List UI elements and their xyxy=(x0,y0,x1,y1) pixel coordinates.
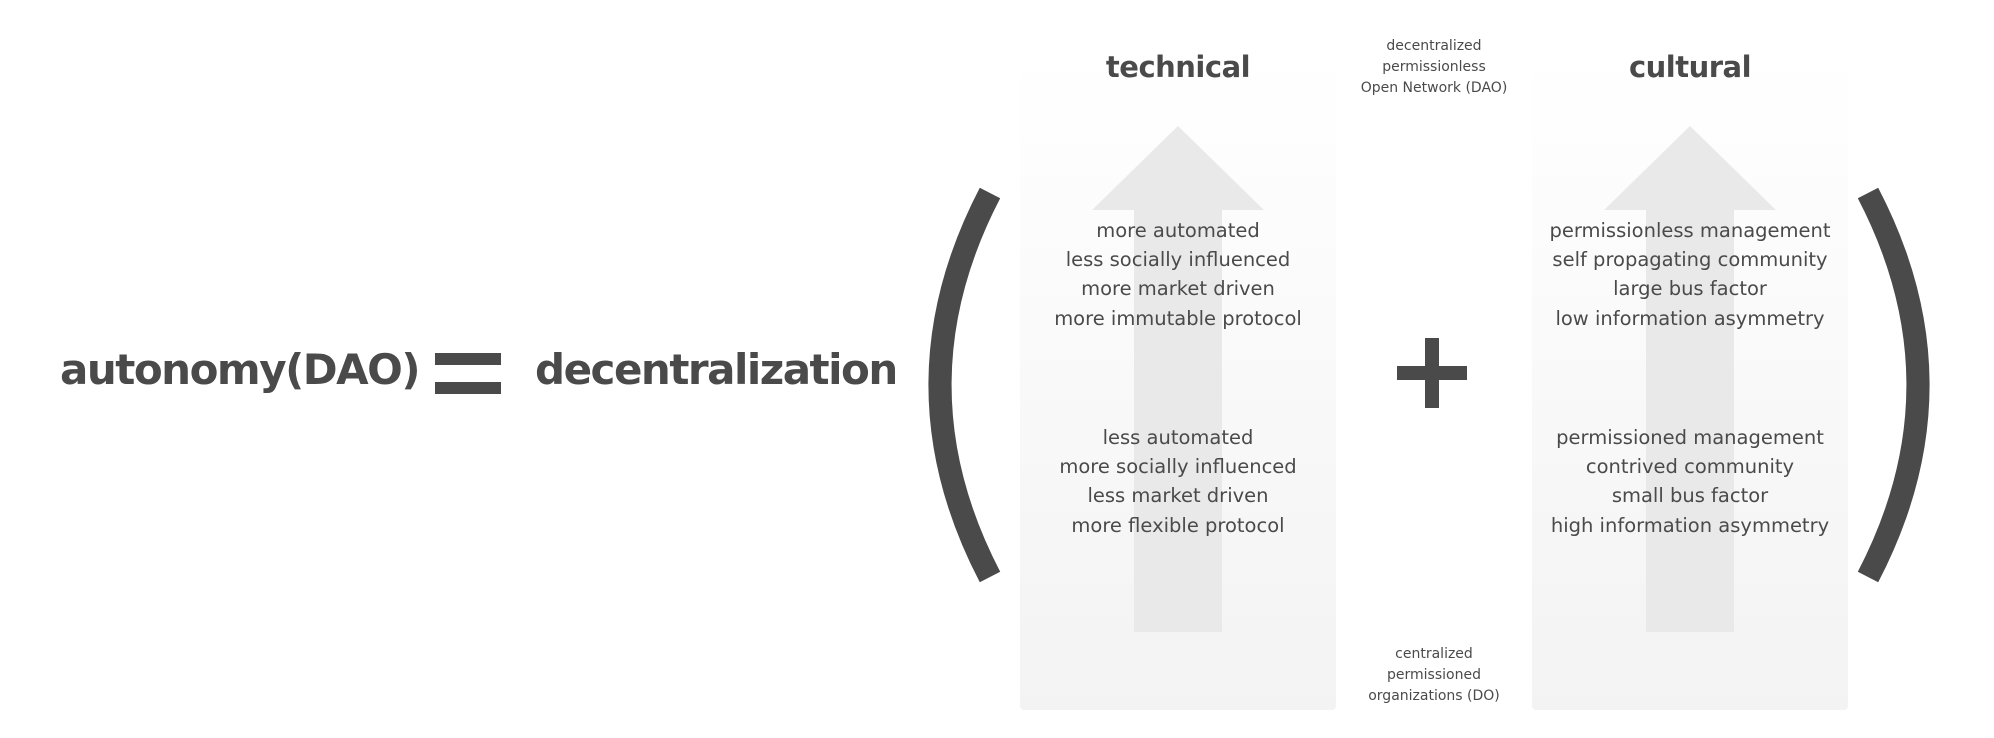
plus-vertical-bar xyxy=(1425,338,1439,408)
technical-arrow-shape xyxy=(1092,126,1264,632)
cultural-more-decentralized-list: permissionless management self propagati… xyxy=(1532,216,1848,333)
list-item: high information asymmetry xyxy=(1550,513,1830,537)
cultural-up-arrow-icon xyxy=(1604,126,1776,632)
list-item: small bus factor xyxy=(1611,484,1769,508)
cultural-less-decentralized-list: permissioned management contrived commun… xyxy=(1532,423,1848,540)
list-item: low information asymmetry xyxy=(1555,306,1825,330)
technical-up-arrow-icon xyxy=(1092,126,1264,632)
cultural-title: cultural xyxy=(1628,50,1752,84)
list-item: permissionless management xyxy=(1549,219,1831,242)
cultural-arrow-shape xyxy=(1604,126,1776,632)
right-parenthesis xyxy=(1857,187,1930,583)
equals-bar-top xyxy=(435,353,501,365)
scale-top-label: decentralized permissionless Open Networ… xyxy=(1346,36,1522,99)
scale-top-line: decentralized xyxy=(1386,38,1482,54)
list-item: more immutable protocol xyxy=(1054,306,1302,330)
scale-top-line: permissionless xyxy=(1382,59,1486,75)
list-item: more automated xyxy=(1096,219,1260,242)
list-item: self propagating community xyxy=(1552,248,1828,272)
scale-bottom-line: organizations (DO) xyxy=(1368,688,1500,704)
scale-bottom-line: permissioned xyxy=(1387,667,1481,683)
list-item: permissioned management xyxy=(1556,426,1824,449)
formula-lhs: autonomy(DAO) xyxy=(60,345,421,394)
list-item: less socially influenced xyxy=(1065,248,1291,272)
right-parenthesis-stroke xyxy=(1857,187,1930,583)
list-item: contrived community xyxy=(1585,455,1795,479)
technical-more-decentralized-list: more automated less socially influenced … xyxy=(1020,216,1336,333)
list-item: more market driven xyxy=(1081,277,1275,301)
list-item: more socially influenced xyxy=(1059,455,1297,479)
scale-bottom-label: centralized permissioned organizations (… xyxy=(1346,644,1522,707)
scale-bottom-line: centralized xyxy=(1395,646,1473,662)
list-item: more flexible protocol xyxy=(1071,513,1285,537)
left-parenthesis xyxy=(928,187,1001,583)
equals-bar-bottom xyxy=(435,382,501,394)
left-parenthesis-stroke xyxy=(928,187,1001,583)
technical-title: technical xyxy=(1105,50,1251,84)
technical-less-decentralized-list: less automated more socially influenced … xyxy=(1020,423,1336,540)
list-item: less automated xyxy=(1102,426,1254,449)
list-item: large bus factor xyxy=(1613,277,1767,301)
formula-rhs: decentralization xyxy=(535,345,898,394)
list-item: less market driven xyxy=(1087,484,1269,508)
scale-top-line: Open Network (DAO) xyxy=(1360,80,1508,96)
